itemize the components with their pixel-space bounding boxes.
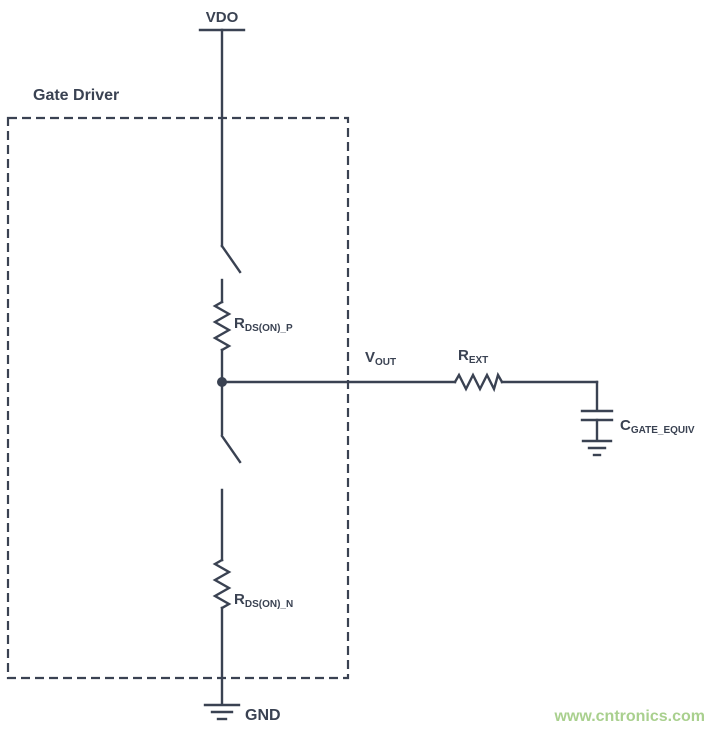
gnd-label: GND bbox=[245, 707, 281, 724]
rdson-p-label-main: R bbox=[234, 315, 245, 332]
pmos-switch-blade bbox=[220, 244, 242, 274]
cgate-equiv-label: CGATE_EQUIV bbox=[620, 417, 695, 436]
vout-label-main: V bbox=[365, 349, 375, 366]
rext-zigzag bbox=[453, 371, 504, 393]
rdson-n-zigzag bbox=[212, 558, 232, 610]
ground-symbol: GND bbox=[203, 703, 281, 724]
rdson-p-label-sub: DS(ON)_P bbox=[245, 323, 293, 334]
output-network: VOUT REXT bbox=[220, 347, 599, 393]
gate-driver-boundary: Gate Driver bbox=[6, 87, 350, 680]
rdson-p-zigzag bbox=[212, 300, 232, 352]
rdson-n-label: RDS(ON)_N bbox=[234, 591, 293, 610]
capacitor-cgate-equiv: CGATE_EQUIV bbox=[580, 380, 695, 457]
cgate-label-sub: GATE_EQUIV bbox=[631, 425, 695, 436]
gate-driver-dashed-box bbox=[6, 116, 350, 680]
rdson-p-label: RDS(ON)_P bbox=[234, 315, 293, 334]
vout-label-sub: OUT bbox=[375, 357, 396, 368]
rext-label-sub: EXT bbox=[469, 355, 488, 366]
nmos-switch-blade bbox=[220, 434, 242, 464]
nmos-switch bbox=[220, 385, 242, 464]
rdson-n-label-sub: DS(ON)_N bbox=[245, 599, 293, 610]
vout-label: VOUT bbox=[365, 349, 396, 368]
resistor-rdson-p: RDS(ON)_P bbox=[212, 278, 293, 384]
vdo-label: VDO bbox=[206, 9, 239, 26]
resistor-rdson-n: RDS(ON)_N bbox=[212, 488, 293, 706]
watermark-text: www.cntronics.com bbox=[553, 708, 705, 725]
vdo-supply-terminal: VDO bbox=[198, 9, 246, 248]
rdson-n-label-main: R bbox=[234, 591, 245, 608]
rext-label-main: R bbox=[458, 347, 469, 364]
gate-driver-label: Gate Driver bbox=[33, 87, 119, 104]
rext-label: REXT bbox=[458, 347, 488, 366]
cgate-label-main: C bbox=[620, 417, 631, 434]
pmos-switch bbox=[220, 244, 242, 274]
